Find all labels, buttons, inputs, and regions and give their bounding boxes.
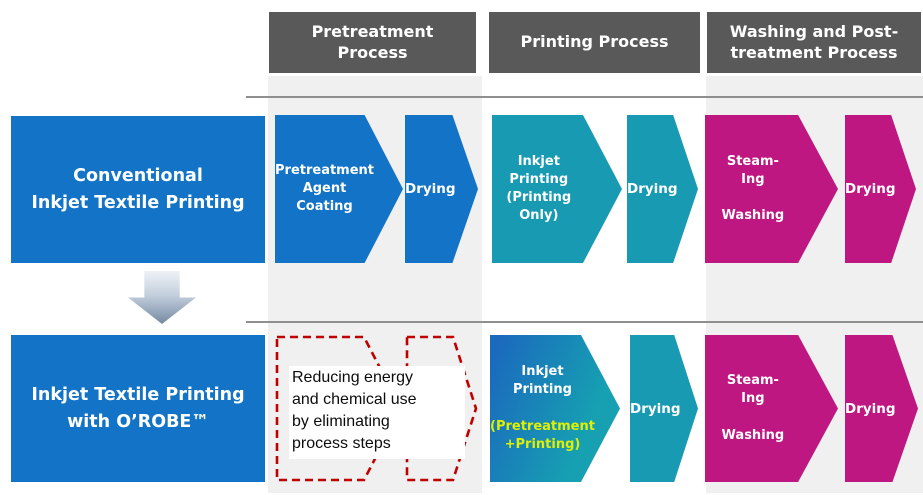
separator-line-bottom: [246, 321, 923, 323]
step-label: Inkjet Printing (Printing Only): [506, 153, 572, 224]
step-arrow-printing-drying: Drying: [627, 115, 698, 263]
step-label: Drying: [845, 400, 896, 417]
step-label-highlight: (Pretreatment +Printing): [490, 418, 595, 452]
step-arrow-inkjet-printing-pretreatment-printing: Inkjet Printing (Pretreatment +Printing): [490, 335, 620, 482]
elimination-note: Reducing energy and chemical use by elim…: [289, 366, 465, 459]
row-label-orobe: Inkjet Textile Printing with O’ROBE™: [11, 335, 265, 482]
step-label-main: Inkjet Printing: [513, 364, 572, 398]
step-label: Inkjet Printing (Pretreatment +Printing): [490, 345, 620, 472]
step-label: Steam- Ing Washing: [721, 153, 785, 224]
eliminated-step-outline-large: [275, 335, 403, 482]
step-label: Steam- Ing Washing: [721, 373, 785, 443]
step-label: Drying: [405, 181, 456, 197]
column-header-washing: Washing and Post- treatment Process: [707, 12, 921, 73]
separator-line-top: [246, 96, 923, 98]
step-label: Pretreatment Agent Coating: [275, 162, 375, 215]
step-label: Drying: [845, 181, 896, 197]
step-arrow-printing-drying-orobe: Drying: [630, 335, 698, 482]
column-header-pretreatment: Pretreatment Process: [269, 12, 476, 73]
transition-down-arrow-icon: [128, 271, 196, 324]
step-label: Drying: [627, 181, 678, 197]
step-label: Drying: [630, 400, 681, 417]
row-label-conventional: Conventional Inkjet Textile Printing: [11, 116, 265, 263]
column-header-printing: Printing Process: [489, 12, 700, 73]
step-arrow-inkjet-printing-only: Inkjet Printing (Printing Only): [492, 115, 622, 263]
